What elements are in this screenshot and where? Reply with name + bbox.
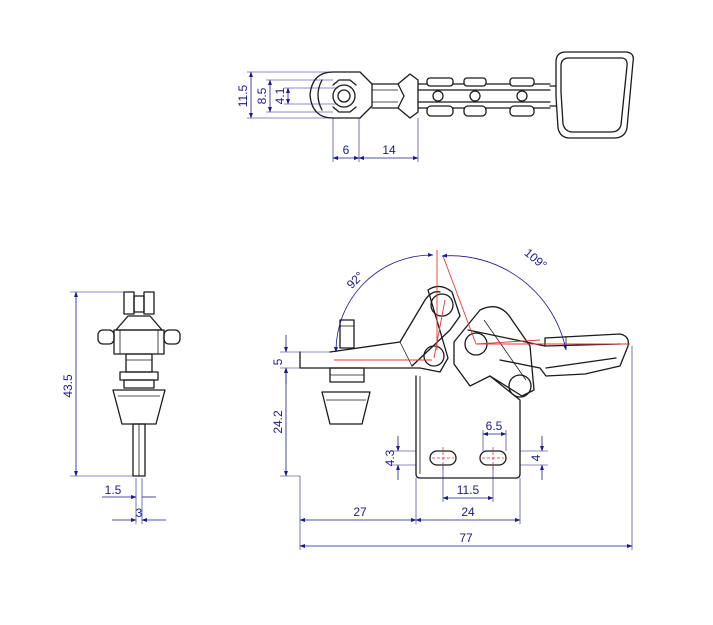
front-dim-6-5: 6.5 [486,419,503,433]
front-dim-24: 24 [461,505,475,519]
top-dim-6: 6 [343,143,350,157]
front-view: 92° 109° 5 24.2 4.3 4 [271,246,633,550]
top-dim-14: 14 [382,143,396,157]
front-view-clamp-body [299,285,629,479]
front-dim-4: 4 [529,454,543,461]
side-view-dimensions: 43.5 1.5 3 [61,291,166,524]
side-dim-1-5: 1.5 [105,483,122,497]
front-dim-4-3: 4.3 [383,449,397,466]
angle-109-label: 109° [522,246,550,273]
top-view: 11.5 8.5 4.1 6 14 [236,51,634,162]
side-dim-3: 3 [136,506,143,520]
top-view-dimensions: 11.5 8.5 4.1 6 14 [236,71,419,162]
top-view-clamp-body [309,51,634,139]
front-dim-77: 77 [459,531,473,545]
front-dim-5: 5 [271,358,285,365]
side-view: 43.5 1.5 3 [61,291,181,524]
front-view-centerlines [334,250,630,469]
front-dim-24-2: 24.2 [271,410,285,434]
front-view-dimensions: 5 24.2 4.3 4 6.5 11.5 [271,335,633,550]
top-dim-8-5: 8.5 [255,87,269,104]
front-dim-11-5: 11.5 [457,483,480,497]
angle-92-label: 92° [344,269,367,292]
top-dim-11-5: 11.5 [236,84,250,107]
side-dim-43-5: 43.5 [61,374,75,398]
top-dim-4-1: 4.1 [273,87,287,104]
side-view-clamp-body [97,291,181,477]
front-dim-27: 27 [353,505,367,519]
